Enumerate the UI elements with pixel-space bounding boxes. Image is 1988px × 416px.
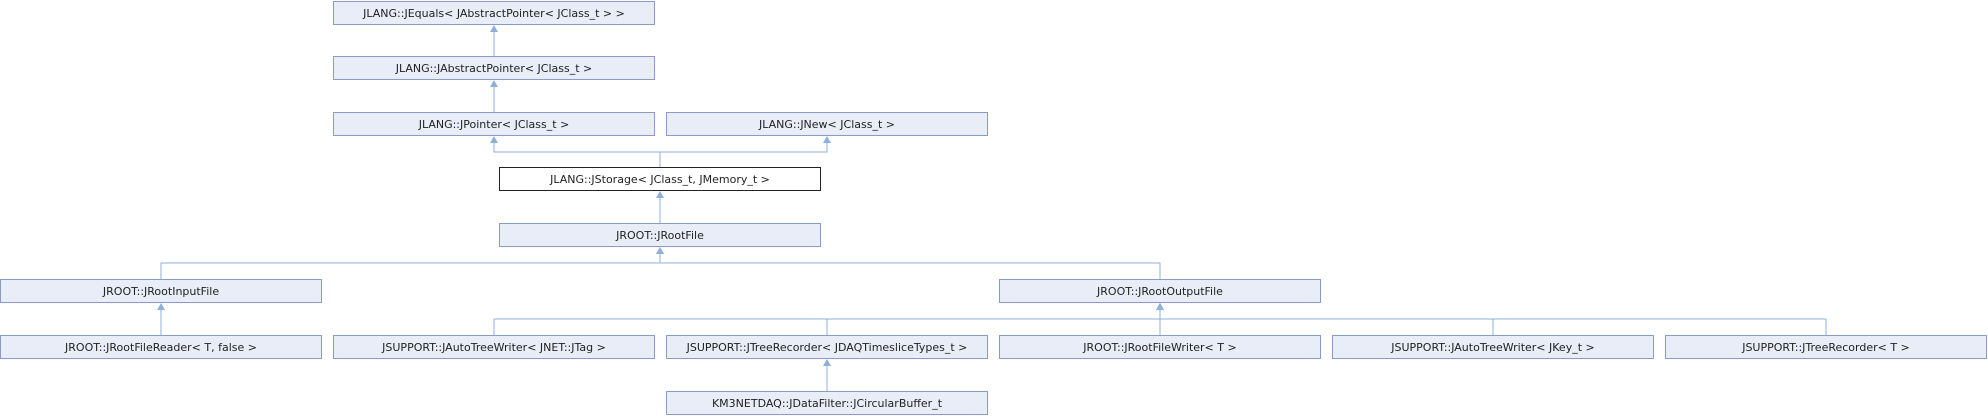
class-node-jrootfilereader[interactable]: JROOT::JRootFileReader< T, false > (0, 335, 322, 359)
inheritance-edge-12 (1159, 308, 1827, 335)
inheritance-edge-3 (659, 141, 828, 167)
inheritance-edge-2 (493, 141, 661, 167)
inheritance-edge-5 (160, 252, 661, 279)
class-node-jnew[interactable]: JLANG::JNew< JClass_t > (666, 112, 988, 136)
class-node-jtreerecorder-jdaq[interactable]: JSUPPORT::JTreeRecorder< JDAQTimesliceTy… (666, 335, 988, 359)
class-node-jequals[interactable]: JLANG::JEquals< JAbstractPointer< JClass… (333, 1, 655, 25)
inheritance-arrowhead-13 (823, 359, 831, 366)
inheritance-arrowhead-2 (490, 136, 498, 143)
inheritance-arrowhead-12 (1156, 303, 1164, 310)
class-node-jpointer[interactable]: JLANG::JPointer< JClass_t > (333, 112, 655, 136)
class-node-jrootinputfile[interactable]: JROOT::JRootInputFile (0, 279, 322, 303)
inheritance-arrowhead-3 (823, 136, 831, 143)
inheritance-arrowhead-6 (656, 247, 664, 254)
class-node-jabstractpointer[interactable]: JLANG::JAbstractPointer< JClass_t > (333, 56, 655, 80)
inheritance-edge-9 (826, 308, 1161, 335)
class-node-jcircularbuffer[interactable]: KM3NETDAQ::JDataFilter::JCircularBuffer_… (666, 391, 988, 415)
class-node-jrootoutputfile[interactable]: JROOT::JRootOutputFile (999, 279, 1321, 303)
inheritance-arrowhead-7 (157, 303, 165, 310)
class-node-jrootfilewriter[interactable]: JROOT::JRootFileWriter< T > (999, 335, 1321, 359)
class-node-jtreerecorder-t[interactable]: JSUPPORT::JTreeRecorder< T > (1665, 335, 1987, 359)
inheritance-arrowhead-1 (490, 80, 498, 87)
class-node-jautotreewriter-jtag[interactable]: JSUPPORT::JAutoTreeWriter< JNET::JTag > (333, 335, 655, 359)
inheritance-arrowhead-0 (490, 25, 498, 32)
class-node-jautotreewriter-jkey[interactable]: JSUPPORT::JAutoTreeWriter< JKey_t > (1332, 335, 1654, 359)
class-node-jstorage-current: JLANG::JStorage< JClass_t, JMemory_t > (499, 167, 821, 191)
inheritance-edge-6 (659, 252, 1161, 279)
class-node-jrootfile[interactable]: JROOT::JRootFile (499, 223, 821, 247)
inheritance-edge-11 (1159, 308, 1494, 335)
inheritance-arrowhead-4 (656, 191, 664, 198)
